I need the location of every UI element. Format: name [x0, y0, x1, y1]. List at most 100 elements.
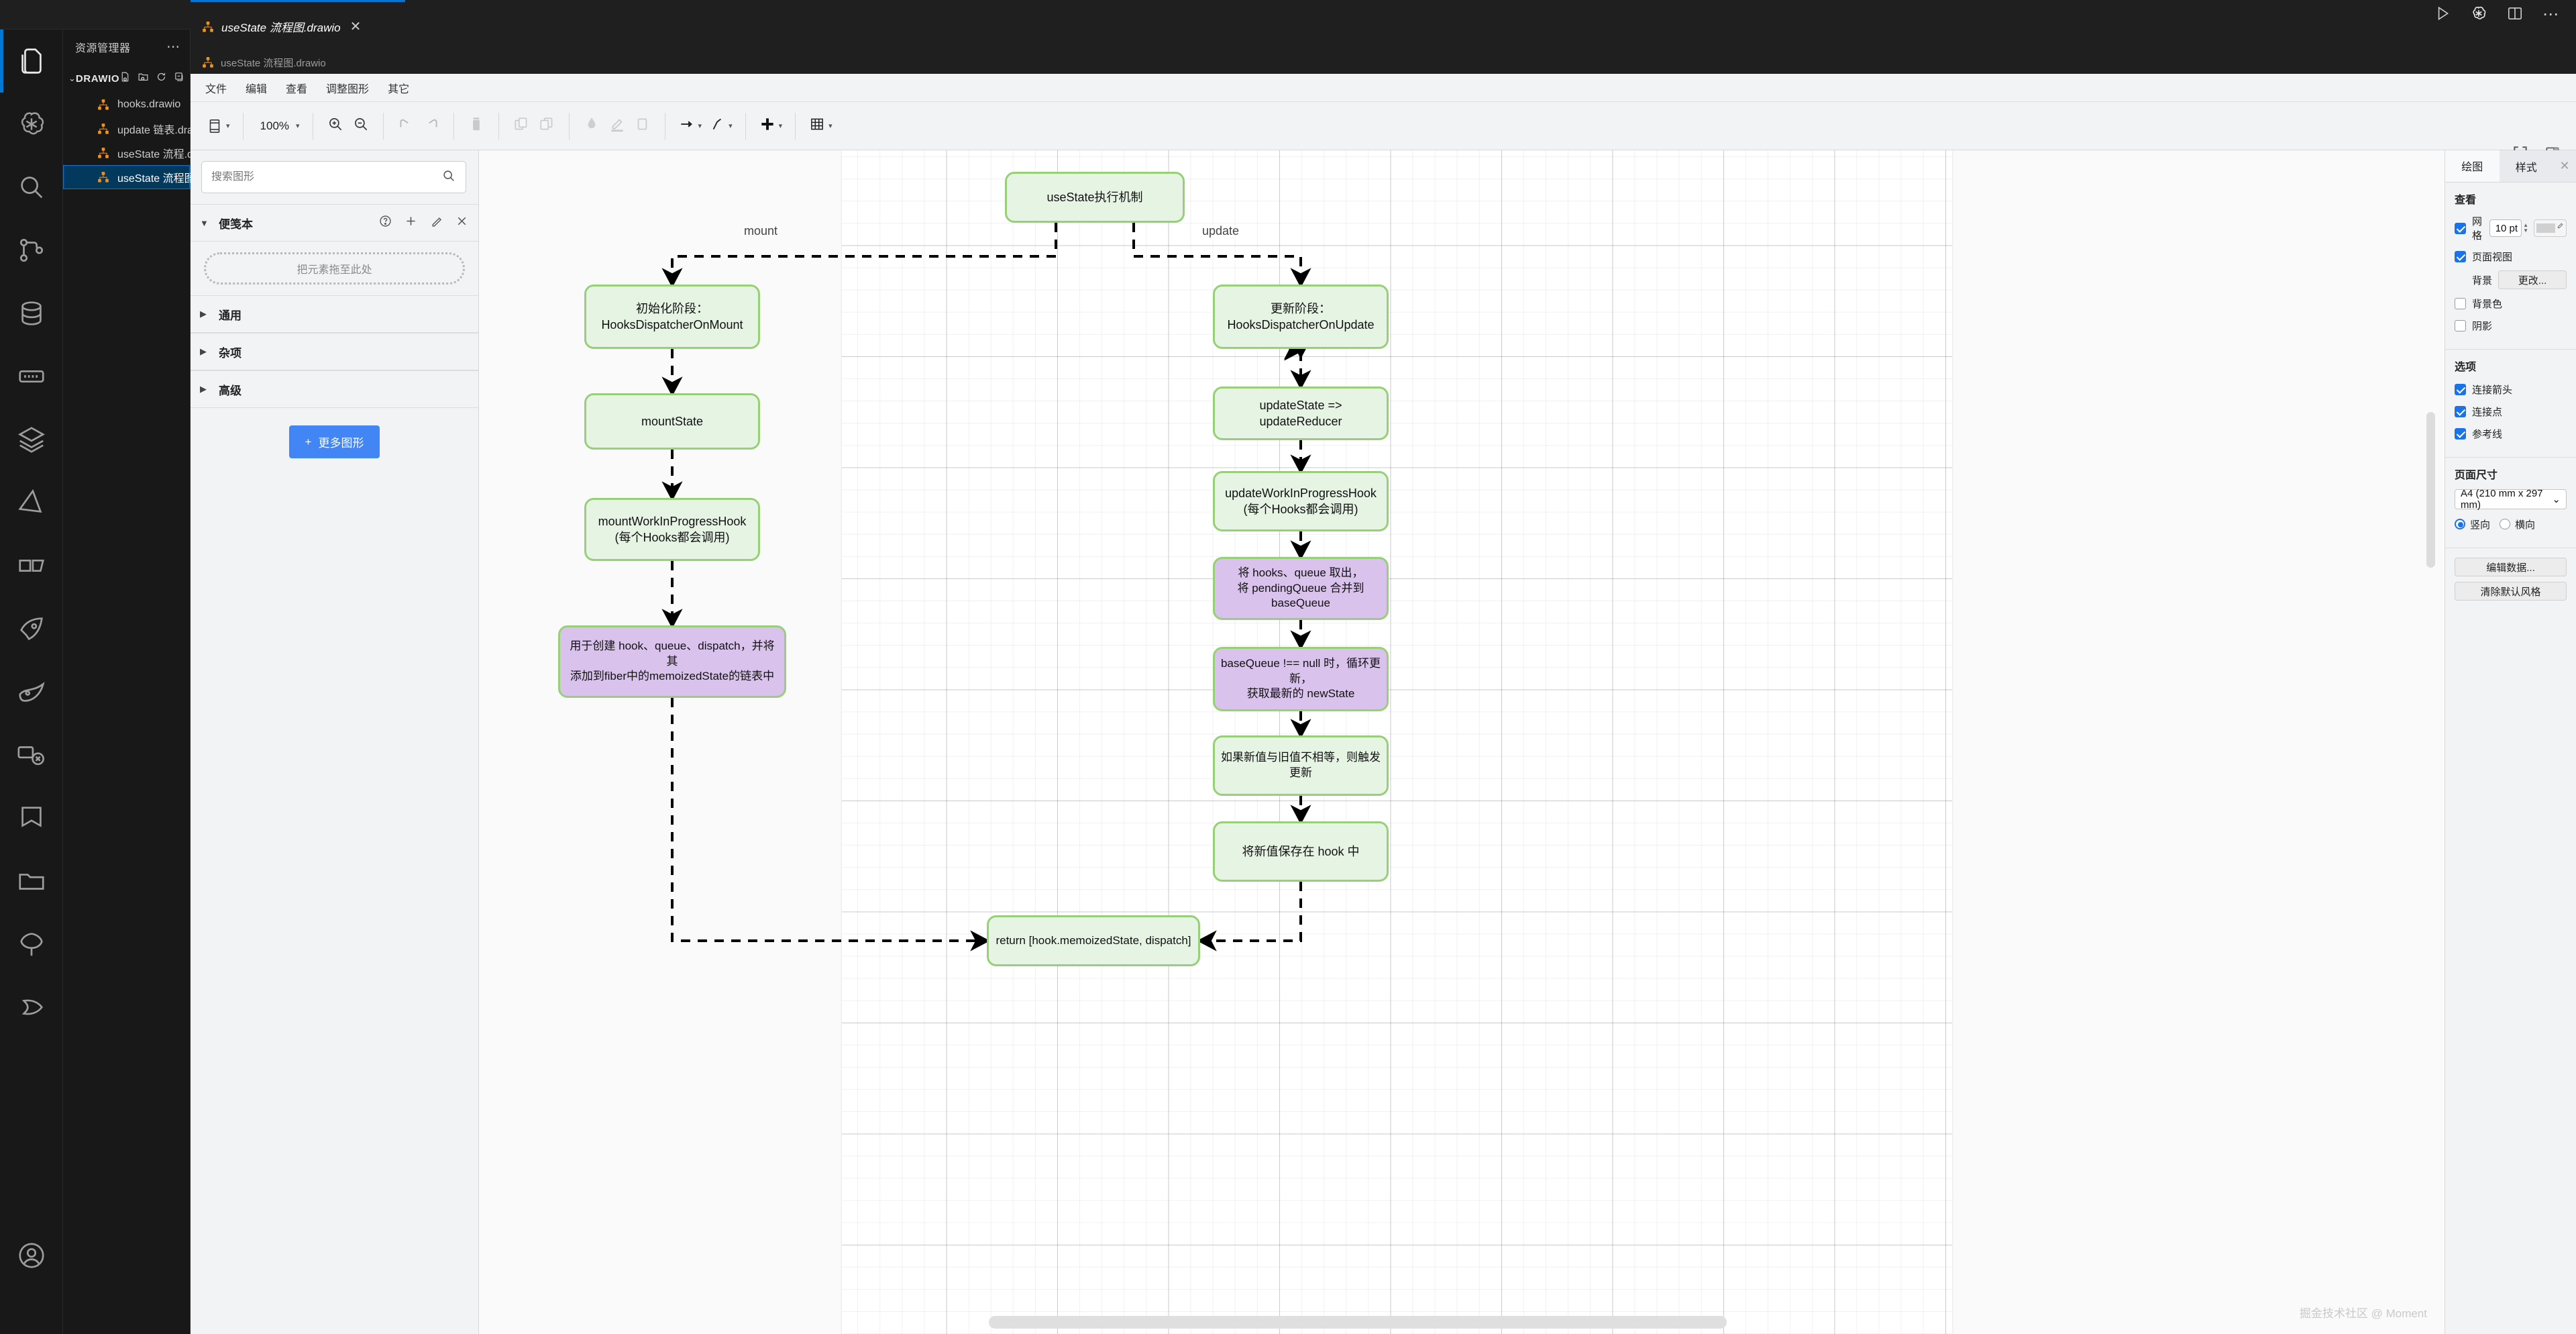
folder-root-row[interactable]: ⌄ DRAWIO — [63, 64, 190, 93]
search-input[interactable] — [211, 171, 441, 183]
stepper-icon[interactable]: ▲▼ — [2523, 222, 2528, 234]
clear-default-style-button[interactable]: 清除默认风格 — [2455, 582, 2567, 601]
file-row-selected[interactable]: useState 流程图.drawio — [63, 165, 229, 189]
node-return[interactable]: return [hook.memoizedState, dispatch] — [987, 915, 1200, 966]
activity-item-remote-explorer[interactable] — [0, 723, 63, 786]
activity-item-server[interactable] — [0, 345, 63, 408]
menu-file[interactable]: 文件 — [205, 83, 227, 95]
menu-view[interactable]: 查看 — [286, 83, 308, 95]
edit-data-button[interactable]: 编辑数据... — [2455, 558, 2567, 576]
background-color-checkbox[interactable] — [2455, 297, 2466, 309]
waypoints-button[interactable]: ▾ — [705, 111, 736, 141]
grid-checkbox[interactable] — [2455, 222, 2466, 234]
tab-diagram[interactable]: 绘图 — [2445, 150, 2500, 182]
file-row[interactable]: useState 流程.drawio — [63, 141, 219, 165]
fill-color-button[interactable] — [579, 111, 604, 141]
grid-color-button[interactable] — [2534, 219, 2567, 237]
to-back-button[interactable] — [534, 111, 559, 141]
zoom-out-button[interactable] — [348, 111, 374, 141]
node-update-state[interactable]: updateState => updateReducer — [1213, 387, 1389, 440]
shape-search-box[interactable] — [201, 161, 466, 193]
activity-item-account[interactable] — [0, 1224, 63, 1287]
activity-item-layers[interactable] — [0, 408, 63, 471]
node-update-queue[interactable]: 将 hooks、queue 取出， 将 pendingQueue 合并到 bas… — [1213, 557, 1389, 620]
node-update-compare[interactable]: 如果新值与旧值不相等，则触发更新 — [1213, 735, 1389, 796]
to-front-button[interactable] — [508, 111, 534, 141]
section-scratchpad[interactable]: ▼ 便笺本 — [191, 204, 478, 242]
zoom-in-button[interactable] — [323, 111, 348, 141]
landscape-radio[interactable] — [2500, 519, 2511, 529]
refresh-icon[interactable] — [156, 71, 167, 86]
node-mountstate[interactable]: mountState — [584, 393, 760, 450]
file-row[interactable]: update 链表.drawio — [63, 117, 209, 141]
guides-checkbox[interactable] — [2455, 427, 2466, 440]
line-color-button[interactable] — [604, 111, 630, 141]
tab-usestate-flowchart[interactable]: useState 流程图.drawio ✕ — [191, 0, 405, 51]
section-general[interactable]: ▶ 通用 — [191, 295, 478, 333]
background-change-button[interactable]: 更改... — [2498, 270, 2567, 289]
add-icon[interactable] — [404, 214, 418, 232]
chatgpt-icon[interactable] — [2470, 5, 2487, 25]
connection-arrow-button[interactable]: ▾ — [675, 111, 706, 141]
activity-item-source-control[interactable] — [0, 219, 63, 282]
table-button[interactable]: ▾ — [805, 111, 836, 141]
section-misc[interactable]: ▶ 杂项 — [191, 333, 478, 370]
run-icon[interactable] — [2434, 5, 2451, 25]
new-folder-icon[interactable] — [138, 71, 149, 86]
page-size-select[interactable]: A4 (210 mm x 297 mm) ⌄ — [2455, 488, 2567, 511]
activity-item-hand[interactable] — [0, 976, 63, 1039]
diagram-canvas[interactable]: mount update useState执行机制 初始化阶段： HooksDi… — [479, 150, 2445, 1334]
node-mount-hook[interactable]: mountWorkInProgressHook (每个Hooks都会调用) — [584, 498, 760, 561]
portrait-radio[interactable] — [2455, 519, 2465, 529]
page-view-checkbox[interactable] — [2455, 250, 2466, 262]
close-icon[interactable]: ✕ — [2553, 150, 2576, 182]
horizontal-scrollbar[interactable] — [989, 1316, 1727, 1329]
node-update-hook[interactable]: updateWorkInProgressHook (每个Hooks都会调用) — [1213, 471, 1389, 531]
vertical-scrollbar[interactable] — [2426, 412, 2435, 568]
node-mount-phase[interactable]: 初始化阶段： HooksDispatcherOnMount — [584, 285, 760, 349]
edit-icon[interactable] — [429, 214, 443, 232]
node-root[interactable]: useState执行机制 — [1005, 172, 1185, 223]
shadow-button[interactable] — [630, 111, 655, 141]
split-editor-icon[interactable] — [2506, 5, 2524, 25]
grid-size-input[interactable]: 10 pt — [2489, 219, 2522, 237]
activity-item-database[interactable] — [0, 282, 63, 345]
activity-item-prisma[interactable] — [0, 471, 63, 534]
menu-edit[interactable]: 编辑 — [246, 83, 268, 95]
undo-button[interactable] — [393, 111, 419, 141]
delete-button[interactable] — [464, 111, 489, 141]
shadow-checkbox[interactable] — [2455, 319, 2466, 331]
activity-item-rocket[interactable] — [0, 597, 63, 660]
menu-extras[interactable]: 其它 — [388, 83, 410, 95]
more-shapes-button[interactable]: + 更多图形 — [288, 425, 380, 458]
redo-button[interactable] — [419, 111, 444, 141]
activity-item-explorer[interactable] — [0, 30, 63, 93]
insert-button[interactable]: ▾ — [755, 111, 786, 141]
node-update-save[interactable]: 将新值保存在 hook 中 — [1213, 821, 1389, 882]
activity-item-folder[interactable] — [0, 850, 63, 913]
zoom-dropdown-button[interactable]: 100% ▾ — [253, 111, 303, 141]
fullscreen-icon[interactable] — [2512, 144, 2529, 165]
collapse-all-icon[interactable] — [174, 71, 185, 86]
file-row[interactable]: hooks.drawio — [63, 93, 190, 117]
node-update-phase[interactable]: 更新阶段： HooksDispatcherOnUpdate — [1213, 285, 1389, 349]
activity-item-extensions[interactable] — [0, 534, 63, 597]
node-mount-desc[interactable]: 用于创建 hook、queue、dispatch，并将其 添加到fiber中的m… — [558, 625, 786, 698]
menu-arrange[interactable]: 调整图形 — [326, 83, 370, 95]
new-file-icon[interactable] — [119, 71, 131, 86]
help-icon[interactable] — [378, 214, 392, 232]
activity-item-flame[interactable] — [0, 660, 63, 723]
activity-item-search[interactable] — [0, 156, 63, 219]
section-advanced[interactable]: ▶ 高级 — [191, 370, 478, 408]
scratchpad-dropzone[interactable]: 把元素拖至此处 — [204, 252, 465, 285]
breadcrumb[interactable]: useState 流程图.drawio — [191, 51, 2576, 74]
connection-arrows-checkbox[interactable] — [2455, 383, 2466, 395]
explorer-more-icon[interactable]: ⋯ — [166, 40, 180, 54]
activity-item-tree[interactable] — [0, 913, 63, 976]
connection-points-checkbox[interactable] — [2455, 405, 2466, 417]
close-icon[interactable]: ✕ — [350, 19, 362, 34]
activity-item-bookmark[interactable] — [0, 786, 63, 850]
activity-item-chatgpt[interactable] — [0, 93, 63, 156]
tab-style[interactable]: 样式 — [2499, 150, 2553, 182]
close-icon[interactable] — [455, 214, 469, 232]
